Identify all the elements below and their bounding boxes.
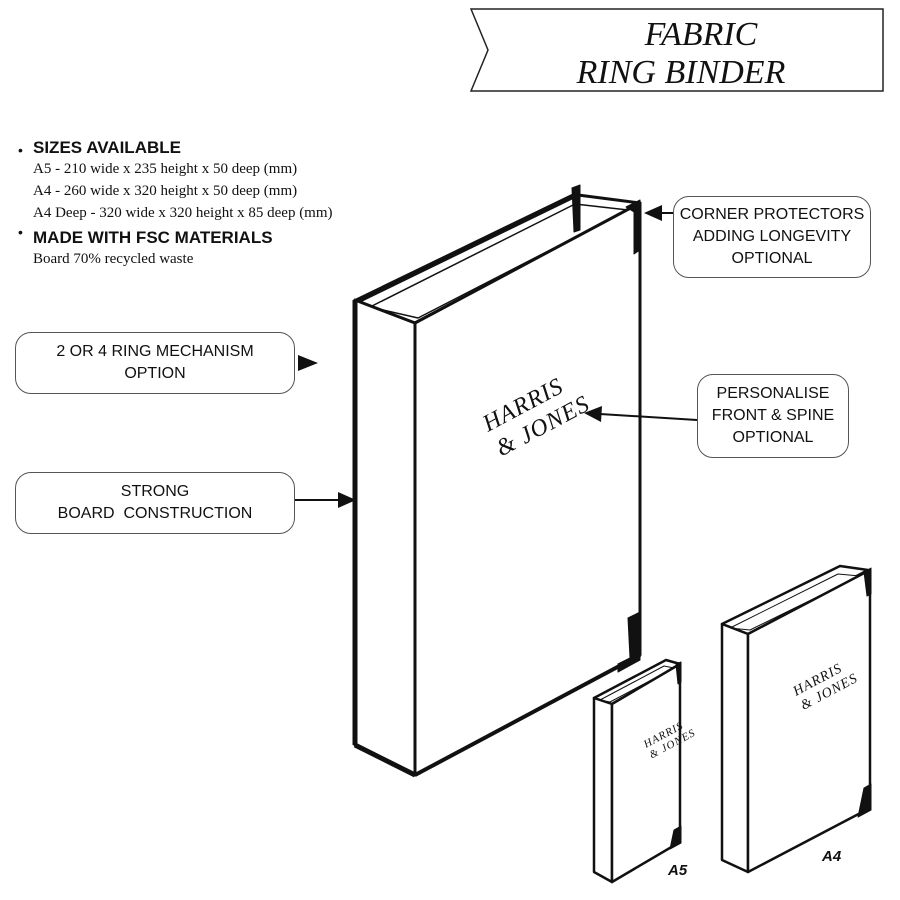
callout-rings-line-1: 2 OR 4 RING MECHANISM bbox=[56, 343, 254, 360]
callout-board-line-1: STRONG bbox=[120, 483, 190, 500]
size-label-a4: A4 bbox=[822, 848, 842, 865]
title-line-2: RING BINDER bbox=[576, 54, 786, 91]
a4-binder-logo: HARRIS & JONES bbox=[790, 661, 861, 713]
callout-corner-line-1: CORNER PROTECTORS bbox=[679, 206, 865, 223]
bullet-icon: • bbox=[18, 142, 23, 158]
arrow-board-icon bbox=[338, 492, 356, 508]
large-binder bbox=[352, 184, 642, 778]
a4-binder bbox=[720, 564, 872, 874]
arrows bbox=[294, 205, 698, 508]
bullet-icon: • bbox=[18, 224, 23, 240]
size-a4: A4 - 260 wide x 320 height x 50 deep (mm… bbox=[33, 183, 298, 199]
size-a5: A5 - 210 wide x 235 height x 50 deep (mm… bbox=[33, 161, 298, 177]
title-banner: FABRIC RING BINDER bbox=[469, 8, 884, 92]
callout-personalise-line-3: OPTIONAL bbox=[732, 429, 814, 446]
callout-corner-line-2: ADDING LONGEVITY bbox=[692, 228, 852, 245]
title-line-1: FABRIC bbox=[644, 16, 758, 53]
materials-line: Board 70% recycled waste bbox=[33, 251, 194, 267]
callout-corner-protectors: CORNER PROTECTORS ADDING LONGEVITY OPTIO… bbox=[673, 196, 871, 278]
callout-board-construction: STRONG BOARD CONSTRUCTION bbox=[15, 472, 295, 534]
arrow-personalise-icon bbox=[584, 406, 602, 422]
size-label-a5: A5 bbox=[668, 862, 688, 879]
callout-board-line-2: BOARD CONSTRUCTION bbox=[57, 505, 253, 522]
callout-personalise: PERSONALISE FRONT & SPINE OPTIONAL bbox=[697, 374, 849, 458]
callout-corner-line-3: OPTIONAL bbox=[731, 250, 813, 267]
callout-personalise-line-2: FRONT & SPINE bbox=[711, 407, 835, 424]
arrow-corner-icon bbox=[644, 205, 662, 221]
arrow-rings-icon bbox=[298, 355, 318, 371]
title-banner-shape bbox=[469, 8, 884, 92]
sizes-heading: SIZES AVAILABLE bbox=[33, 138, 181, 157]
specs-block: • SIZES AVAILABLE A5 - 210 wide x 235 he… bbox=[18, 138, 453, 270]
callout-personalise-line-1: PERSONALISE bbox=[716, 385, 830, 402]
size-a4-deep: A4 Deep - 320 wide x 320 height x 85 dee… bbox=[33, 205, 333, 221]
a5-binder bbox=[592, 658, 682, 884]
callout-rings-line-2: OPTION bbox=[124, 365, 186, 382]
callout-ring-mechanism: 2 OR 4 RING MECHANISM OPTION bbox=[15, 332, 295, 394]
materials-heading: MADE WITH FSC MATERIALS bbox=[33, 228, 273, 247]
